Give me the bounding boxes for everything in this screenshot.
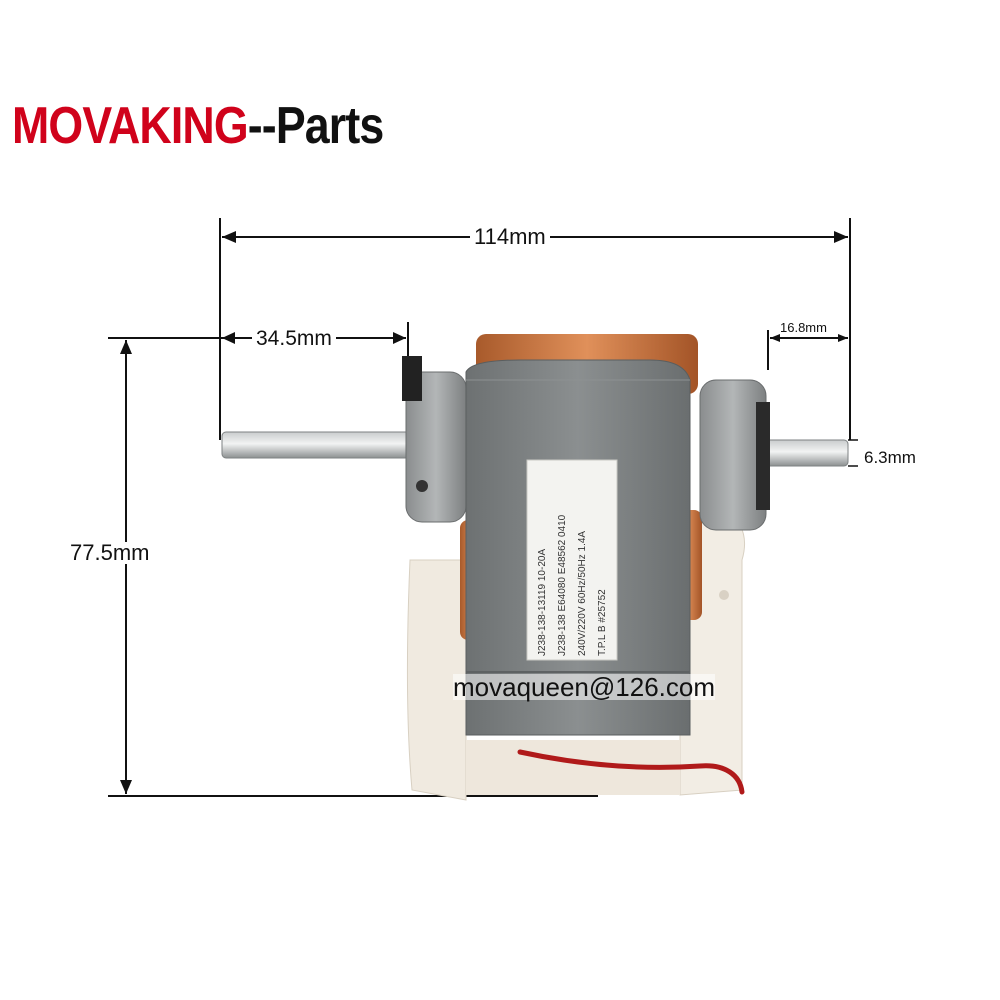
dimension-right-shaft: 16.8mm (778, 320, 829, 335)
label-text-block: J238-138-13119 10-20A J238-138 E64080 E4… (527, 460, 617, 660)
label-line-2: J238-138 E64080 E48562 0410 (557, 514, 568, 656)
left-shaft (221, 431, 413, 459)
brand-name: MOVAKING (12, 97, 249, 155)
motor-label (526, 459, 618, 661)
dimension-shaft-diameter: 6.3mm (862, 448, 918, 467)
dimension-overall-length: 114mm (470, 226, 550, 248)
brand-suffix: --Parts (247, 97, 384, 155)
right-bracket (699, 379, 770, 531)
red-wire (517, 749, 745, 795)
dimension-height: 77.5mm (68, 540, 152, 565)
label-line-3: 240V/220V 60Hz/50Hz 1.4A (577, 530, 588, 656)
dimension-left-shaft: 34.5mm (252, 328, 336, 349)
label-line-4: T.P.L B #25752 (597, 589, 608, 656)
watermark-email: movaqueen@126.com (453, 672, 715, 702)
label-line-1: J238-138-13119 10-20A (537, 548, 548, 656)
brand-logo: MOVAKING--Parts (12, 97, 384, 155)
left-bracket (402, 356, 467, 523)
